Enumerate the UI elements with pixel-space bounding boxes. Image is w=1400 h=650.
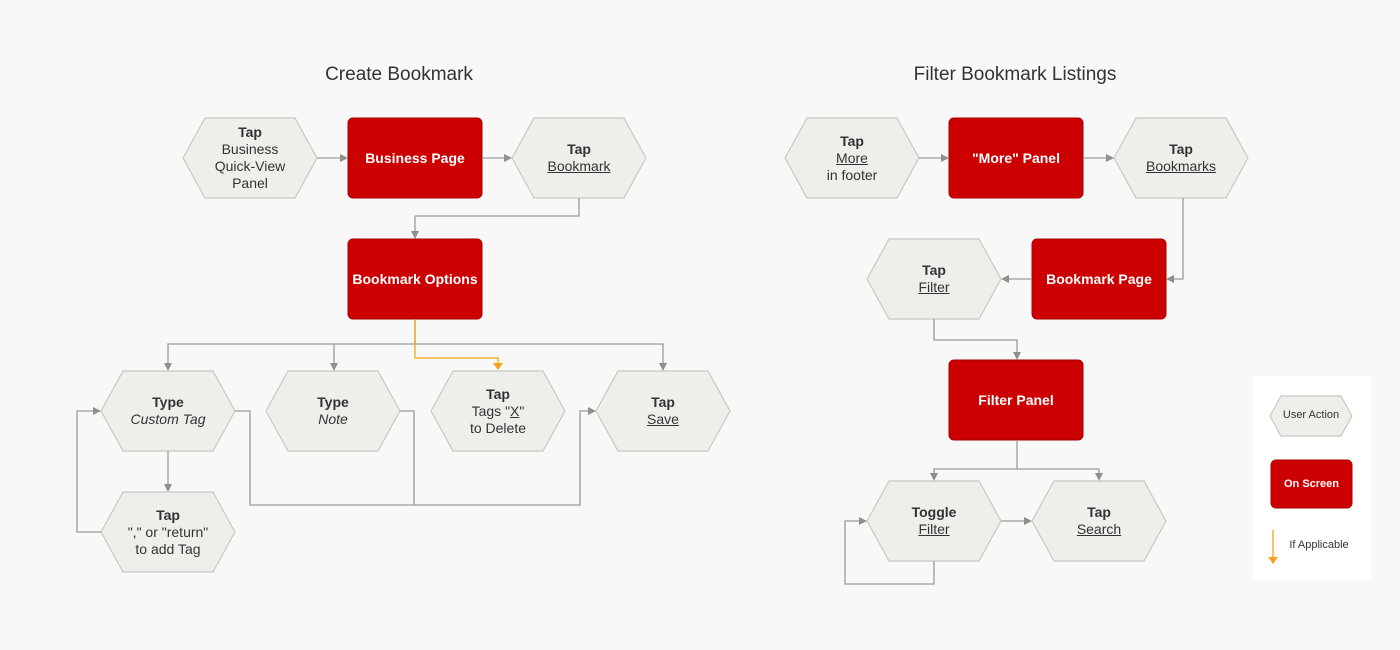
arrowhead [1001, 275, 1009, 283]
arrowhead [1095, 473, 1103, 481]
hex-tap-business [182, 117, 318, 199]
node-bookmark-options: Bookmark Options [352, 271, 478, 287]
hex-tap-more [784, 117, 920, 199]
conn-panel-branch [933, 440, 1100, 474]
arrowhead [859, 517, 867, 525]
conn-custom-to-save [235, 410, 589, 506]
arrowhead [340, 154, 348, 162]
arrowhead [941, 154, 949, 162]
node-bookmark-page: Bookmark Page [1046, 271, 1152, 287]
arrowhead [164, 484, 172, 492]
conn-note-to-save [400, 410, 415, 505]
screen-filter-panel [948, 359, 1084, 441]
legend-graphics [1268, 395, 1353, 564]
hex-tap-search [1031, 480, 1167, 562]
conn-filter-to-panel [933, 319, 1018, 353]
title-filter-bookmark-listings: Filter Bookmark Listings [914, 64, 1117, 85]
arrowhead [93, 407, 101, 415]
legend-user-action: User Action [1282, 409, 1340, 421]
hex-tap-filter [866, 238, 1002, 320]
arrowhead [588, 407, 596, 415]
conn-comma-loop [76, 410, 101, 533]
arrowhead [1013, 352, 1021, 360]
arrowhead [330, 363, 338, 371]
arrowhead [504, 154, 512, 162]
hex-tap-bookmark [511, 117, 647, 199]
legend-hex-icon [1269, 395, 1353, 437]
arrowhead [1024, 517, 1032, 525]
legend: User Action On Screen If Applicable [1253, 376, 1371, 580]
node-filter-panel: Filter Panel [978, 392, 1054, 408]
title-create-bookmark: Create Bookmark [325, 64, 473, 85]
conn-bookmark-to-options [414, 198, 580, 232]
hex-tap-comma [100, 491, 236, 573]
conn-toggle-loop [844, 520, 935, 585]
conn-options-to-tags-optional [414, 319, 499, 364]
hex-toggle-filter [866, 480, 1002, 562]
hex-type-note [265, 370, 401, 452]
legend-screen-icon [1270, 459, 1353, 509]
node-more-panel: "More" Panel [972, 150, 1060, 166]
node-business-page: Business Page [365, 150, 465, 166]
hex-type-custom-tag [100, 370, 236, 452]
conn-bookmarks-to-page [1173, 198, 1184, 280]
arrowhead-optional [493, 363, 503, 370]
arrowhead [930, 473, 938, 481]
legend-if-applicable: If Applicable [1289, 539, 1349, 551]
hex-tap-save [595, 370, 731, 452]
arrowhead [1106, 154, 1114, 162]
legend-on-screen: On Screen [1283, 478, 1340, 490]
arrowhead [411, 231, 419, 239]
hex-tap-tags [430, 370, 566, 452]
legend-orange-arrowhead [1268, 557, 1278, 564]
hex-tap-bookmarks [1113, 117, 1249, 199]
arrowhead [164, 363, 172, 371]
arrowhead [659, 363, 667, 371]
arrowhead [1166, 275, 1174, 283]
